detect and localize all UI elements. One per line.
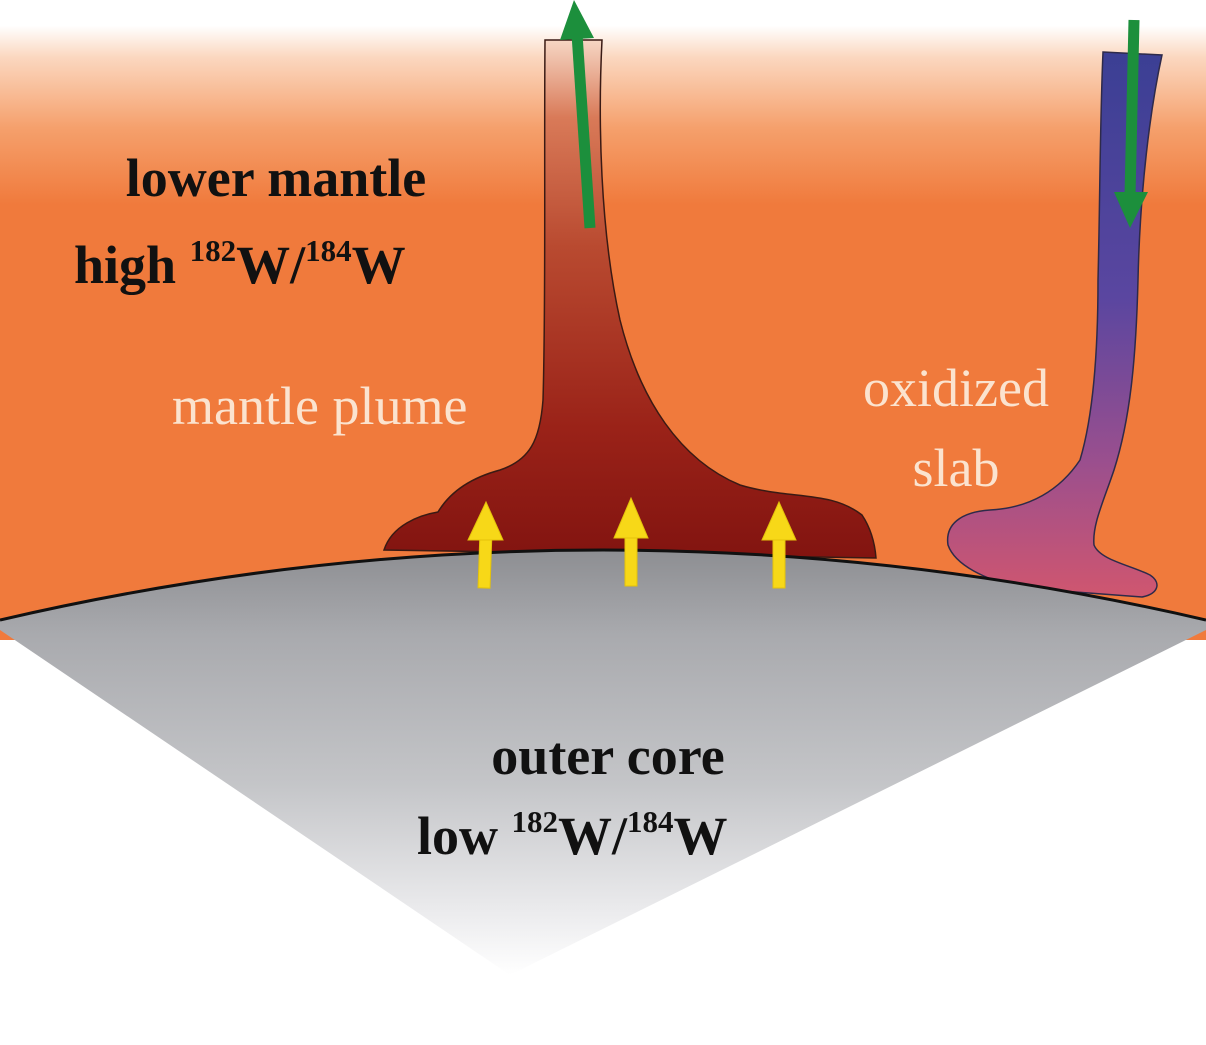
mantle-ratio-label: high 182W/184W	[74, 233, 406, 295]
mantle-plume	[382, 39, 877, 559]
arrow-up-icon	[560, 0, 596, 229]
mantle-label-line1: lower mantle	[126, 148, 426, 208]
slab-downflow-arrow	[1114, 19, 1148, 228]
slab-label-line1: oxidized	[863, 358, 1049, 418]
arrow-down-icon	[1114, 19, 1148, 228]
arrow-up-icon	[467, 500, 504, 589]
core-ratio-label: low 182W/184W	[417, 804, 728, 866]
arrow-up-icon	[613, 496, 649, 587]
outer-core-region	[0, 550, 1206, 975]
upwelling-arrows	[467, 496, 797, 589]
plume-upflow-arrow	[560, 0, 596, 229]
plume-label: mantle plume	[172, 376, 467, 436]
arrow-up-icon	[761, 500, 797, 589]
core-mantle-boundary	[0, 548, 1206, 622]
slab-label-line2: slab	[913, 438, 1000, 498]
core-label-line1: outer core	[491, 726, 724, 786]
